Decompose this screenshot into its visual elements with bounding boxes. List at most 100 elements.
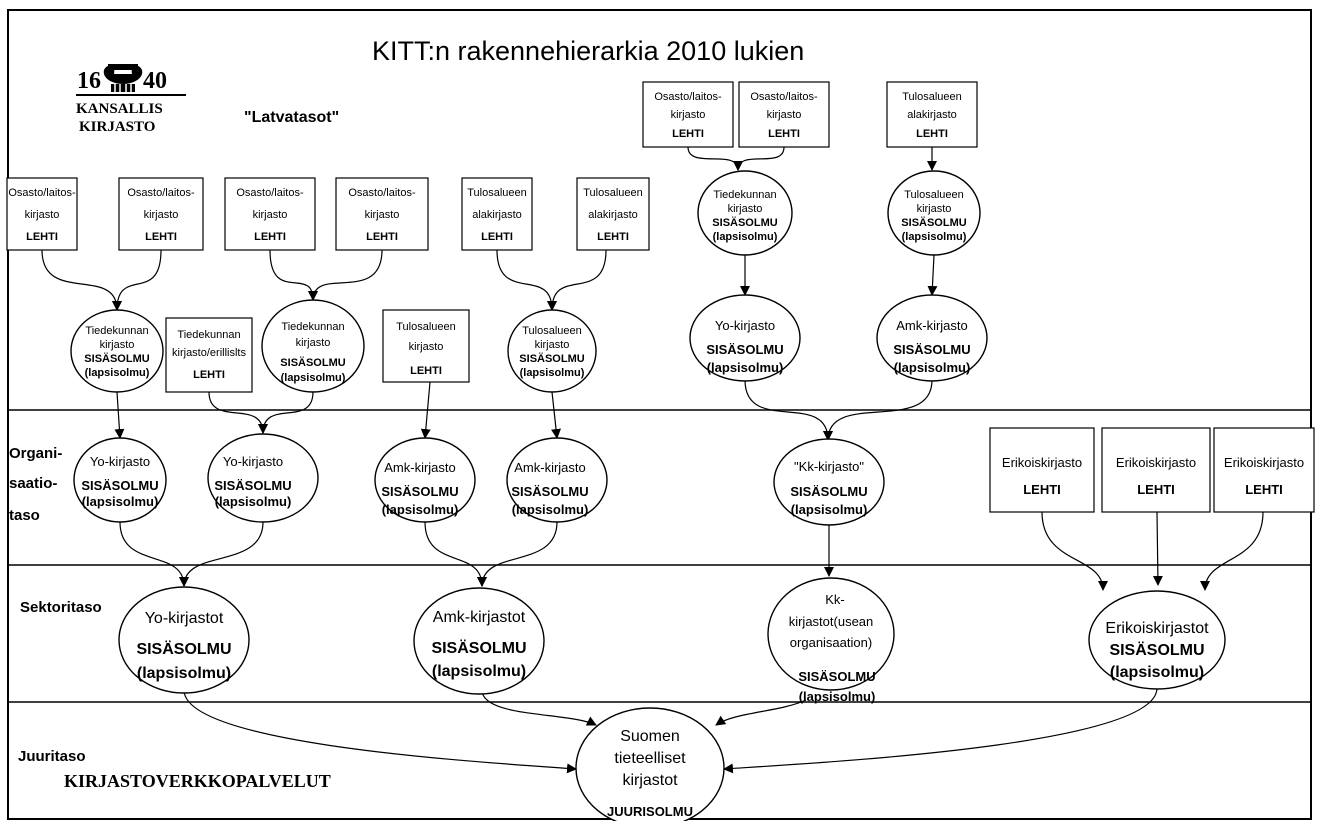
svg-text:SISÄSOLMU: SISÄSOLMU (712, 216, 777, 229)
level-label-organisaatio: Organi- (9, 445, 62, 462)
amk-kirjasto-node: Amk-kirjasto SISÄSOLMU (lapsisolmu) (876, 294, 988, 382)
svg-text:Tiedekunnan: Tiedekunnan (281, 321, 344, 333)
svg-text:SISÄSOLMU: SISÄSOLMU (381, 484, 458, 499)
svg-text:SISÄSOLMU: SISÄSOLMU (901, 216, 966, 229)
svg-text:(lapsisolmu): (lapsisolmu) (137, 665, 231, 682)
svg-text:SISÄSOLMU: SISÄSOLMU (790, 484, 867, 499)
svg-text:kirjastot: kirjastot (622, 772, 678, 789)
amk-kirjastot-node: Amk-kirjastot SISÄSOLMU (lapsisolmu) (413, 587, 545, 695)
svg-text:SISÄSOLMU: SISÄSOLMU (798, 669, 875, 684)
svg-text:(lapsisolmu): (lapsisolmu) (85, 367, 150, 379)
kansalliskirjasto-logo: 16 40 KANSALLIS KIRJASTO (76, 64, 186, 135)
leaf-box: Osasto/laitos- kirjasto LEHTI (335, 177, 429, 251)
svg-text:Tulosalueen: Tulosalueen (396, 321, 456, 333)
svg-text:alakirjasto: alakirjasto (588, 209, 638, 221)
svg-text:Kk-: Kk- (825, 592, 845, 607)
amk-kirjasto-node: Amk-kirjasto SISÄSOLMU (lapsisolmu) (506, 437, 608, 523)
svg-text:LEHTI: LEHTI (26, 231, 58, 243)
svg-text:kirjastot(usean: kirjastot(usean (789, 614, 874, 629)
svg-text:Yo-kirjasto: Yo-kirjasto (715, 318, 775, 333)
svg-text:(lapsisolmu): (lapsisolmu) (215, 494, 292, 509)
svg-text:KANSALLIS: KANSALLIS (76, 101, 163, 117)
svg-text:Osasto/laitos-: Osasto/laitos- (236, 187, 304, 199)
svg-text:kirjasto: kirjasto (25, 209, 60, 221)
kirjastoverkkopalvelut-label: KIRJASTOVERKKOPALVELUT (64, 771, 331, 791)
svg-text:LEHTI: LEHTI (1245, 482, 1283, 497)
svg-text:SISÄSOLMU: SISÄSOLMU (893, 342, 970, 357)
svg-text:Tulosalueen: Tulosalueen (467, 187, 527, 199)
svg-text:kirjasto: kirjasto (728, 203, 763, 215)
svg-text:SISÄSOLMU: SISÄSOLMU (431, 639, 526, 657)
yo-kirjasto-node: Yo-kirjasto SISÄSOLMU (lapsisolmu) (689, 294, 801, 382)
svg-text:(lapsisolmu): (lapsisolmu) (1110, 664, 1204, 681)
svg-text:(lapsisolmu): (lapsisolmu) (707, 360, 784, 375)
svg-text:Tiedekunnan: Tiedekunnan (713, 189, 776, 201)
svg-text:LEHTI: LEHTI (597, 231, 629, 243)
svg-text:LEHTI: LEHTI (672, 128, 704, 140)
leaf-box: Tulosalueen kirjasto LEHTI (382, 309, 470, 383)
svg-text:(lapsisolmu): (lapsisolmu) (894, 360, 971, 375)
svg-text:tieteelliset: tieteelliset (614, 750, 686, 767)
amk-kirjasto-node: Amk-kirjasto SISÄSOLMU (lapsisolmu) (374, 437, 476, 523)
svg-text:LEHTI: LEHTI (410, 365, 442, 377)
svg-text:SISÄSOLMU: SISÄSOLMU (81, 478, 158, 493)
svg-text:kirjasto: kirjasto (100, 339, 135, 351)
svg-text:Amk-kirjasto: Amk-kirjasto (384, 460, 456, 475)
level-label-juuritaso: Juuritaso (18, 748, 86, 765)
svg-text:LEHTI: LEHTI (768, 128, 800, 140)
svg-text:Tiedekunnan: Tiedekunnan (85, 325, 148, 337)
svg-text:LEHTI: LEHTI (254, 231, 286, 243)
child-node: Tulosalueen kirjasto SISÄSOLMU (lapsisol… (887, 170, 981, 256)
yo-kirjastot-node: Yo-kirjastot SISÄSOLMU (lapsisolmu) (118, 586, 250, 694)
child-node: Tulosalueen kirjasto SISÄSOLMU (lapsisol… (507, 309, 597, 393)
svg-text:LEHTI: LEHTI (481, 231, 513, 243)
svg-text:(lapsisolmu): (lapsisolmu) (713, 231, 778, 243)
svg-text:LEHTI: LEHTI (916, 128, 948, 140)
svg-text:Amk-kirjasto: Amk-kirjasto (896, 318, 968, 333)
child-node: Tiedekunnan kirjasto SISÄSOLMU (lapsisol… (70, 309, 164, 393)
svg-text:SISÄSOLMU: SISÄSOLMU (706, 342, 783, 357)
svg-text:Osasto/laitos-: Osasto/laitos- (750, 91, 818, 103)
leaf-box: Tulosalueen alakirjasto LEHTI (886, 81, 978, 148)
leaf-box: Tulosalueen alakirjasto LEHTI (576, 177, 650, 251)
leaf-box: Osasto/laitos- kirjasto LEHTI (6, 177, 78, 251)
connectors (41, 146, 1264, 774)
leaf-box: Osasto/laitos- kirjasto LEHTI (642, 81, 734, 148)
erikoiskirjastot-node: Erikoiskirjastot SISÄSOLMU (lapsisolmu) (1088, 590, 1226, 690)
level-label-organisaatio: saatio- (9, 475, 57, 492)
svg-text:(lapsisolmu): (lapsisolmu) (902, 231, 967, 243)
leaf-box: Tiedekunnan kirjasto/erillislts LEHTI (165, 317, 253, 393)
yo-kirjasto-node: Yo-kirjasto SISÄSOLMU (lapsisolmu) (73, 437, 167, 523)
svg-text:SISÄSOLMU: SISÄSOLMU (280, 356, 345, 369)
svg-text:Yo-kirjasto: Yo-kirjasto (90, 454, 150, 469)
svg-text:(lapsisolmu): (lapsisolmu) (382, 502, 459, 517)
svg-text:Amk-kirjastot: Amk-kirjastot (433, 609, 526, 626)
leaf-box: Erikoiskirjasto LEHTI (1101, 427, 1211, 513)
svg-text:LEHTI: LEHTI (193, 369, 225, 381)
svg-text:SISÄSOLMU: SISÄSOLMU (1109, 641, 1204, 659)
svg-text:kirjasto: kirjasto (671, 109, 706, 121)
leaf-box: Osasto/laitos- kirjasto LEHTI (738, 81, 830, 148)
svg-text:kirjasto: kirjasto (409, 341, 444, 353)
svg-text:Osasto/laitos-: Osasto/laitos- (654, 91, 722, 103)
svg-text:kirjasto: kirjasto (296, 337, 331, 349)
svg-text:alakirjasto: alakirjasto (907, 109, 957, 121)
svg-text:kirjasto: kirjasto (767, 109, 802, 121)
svg-text:Erikoiskirjastot: Erikoiskirjastot (1105, 620, 1209, 637)
svg-text:Yo-kirjastot: Yo-kirjastot (145, 610, 224, 627)
svg-text:Tulosalueen: Tulosalueen (522, 325, 582, 337)
svg-text:(lapsisolmu): (lapsisolmu) (432, 663, 526, 680)
svg-text:Tiedekunnan: Tiedekunnan (177, 329, 240, 341)
svg-text:KIRJASTO: KIRJASTO (79, 119, 155, 135)
svg-text:SISÄSOLMU: SISÄSOLMU (84, 352, 149, 365)
leaf-box: Osasto/laitos- kirjasto LEHTI (224, 177, 316, 251)
child-node: Tiedekunnan kirjasto SISÄSOLMU (lapsisol… (261, 299, 365, 393)
svg-text:(lapsisolmu): (lapsisolmu) (791, 502, 868, 517)
level-label-organisaatio: taso (9, 507, 40, 524)
svg-text:SISÄSOLMU: SISÄSOLMU (136, 640, 231, 658)
root-node: Suomen tieteelliset kirjastot JUURISOLMU (575, 707, 725, 821)
leaf-box: Osasto/laitos- kirjasto LEHTI (118, 177, 204, 251)
svg-text:kirjasto: kirjasto (917, 203, 952, 215)
svg-text:Tulosalueen: Tulosalueen (902, 91, 962, 103)
